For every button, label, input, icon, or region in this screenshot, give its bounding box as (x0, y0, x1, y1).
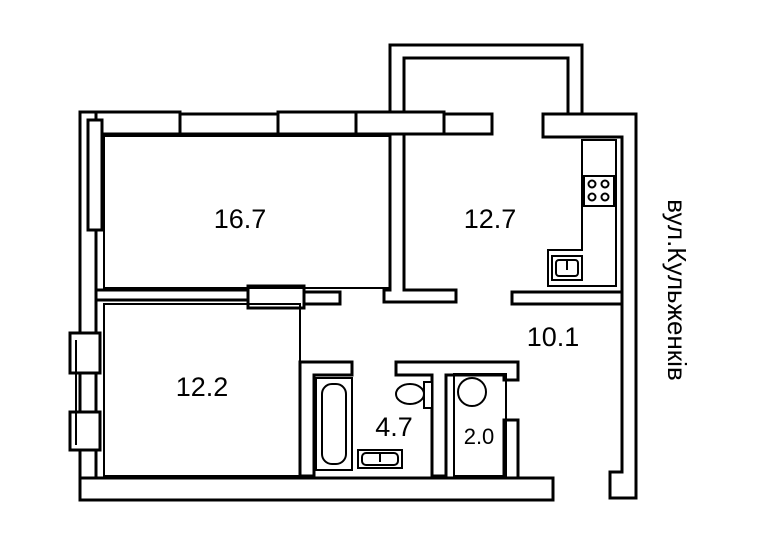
north-wall-mid (276, 110, 358, 136)
partition-rooms (94, 288, 250, 302)
south-wall (78, 476, 555, 502)
bathroom-wall-right (394, 360, 520, 478)
bathroom-wall (298, 360, 354, 478)
wc-area: 2.0 (464, 424, 495, 449)
street-label: вул.Кульженків (662, 199, 692, 381)
balcony-wall (388, 43, 584, 116)
window-west-2 (68, 331, 102, 375)
kitchen-south-wall (510, 290, 624, 306)
window-north-2 (442, 112, 494, 136)
east-wall (541, 112, 638, 500)
stove-burner-4 (600, 192, 610, 202)
north-wall-right (354, 110, 446, 136)
room-b-area: 12.2 (176, 372, 229, 402)
stove-burner-2 (600, 179, 610, 189)
bathroom-area: 4.7 (375, 412, 413, 442)
wc-wall-right (502, 418, 520, 480)
kitchen-area: 12.7 (464, 204, 517, 234)
toilet-tank (423, 381, 433, 409)
room-a-area: 16.7 (214, 204, 267, 234)
window-west-3 (68, 410, 102, 452)
room-a-east-wall (382, 132, 458, 304)
wc-washbasin (457, 377, 487, 407)
window-west-1 (86, 118, 104, 232)
hall-area: 10.1 (527, 322, 580, 352)
bathtub-inner (321, 383, 347, 465)
stove (583, 175, 615, 207)
stove-burner-3 (587, 192, 597, 202)
window-north-1 (178, 112, 280, 136)
stove-burner-1 (587, 179, 597, 189)
toilet-bowl (395, 383, 425, 405)
door-leaf (302, 290, 342, 306)
room-a-frame (103, 135, 391, 289)
wc-frame (453, 373, 507, 477)
